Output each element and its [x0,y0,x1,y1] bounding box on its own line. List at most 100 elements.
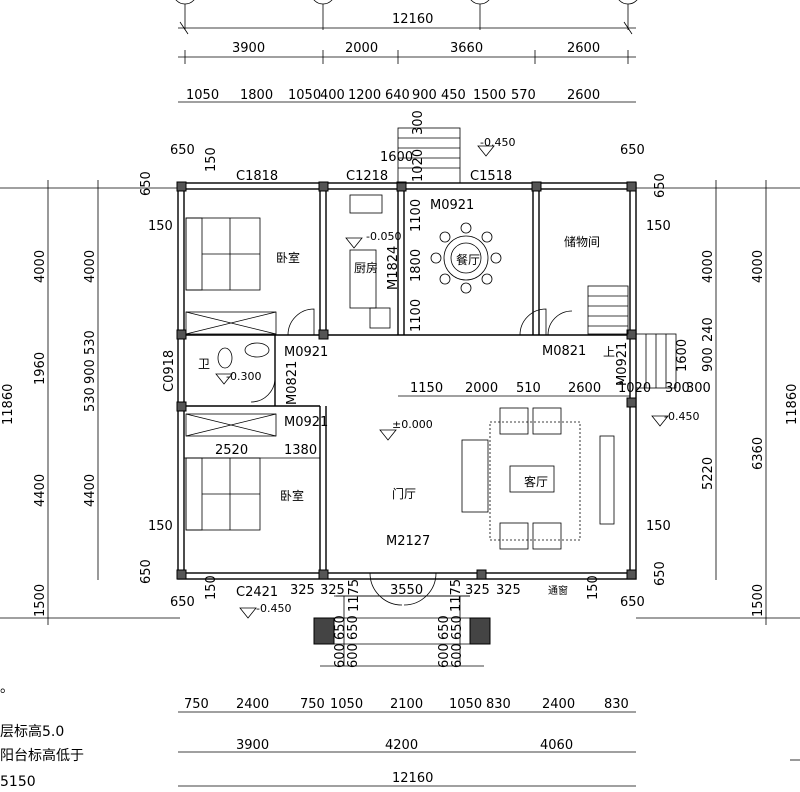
dim-1100-b: 1100 [409,299,424,332]
level-6: -0.450 [256,602,291,615]
dim-left-outer-1: 1960 [33,352,48,385]
dim-right-outer-2: 1500 [751,584,766,617]
dim-bot-r2-2: 4060 [540,738,573,753]
level-markers [215,145,669,619]
room-dining: 餐厅 [456,252,480,267]
dim-top-r3-1: 1800 [240,88,273,103]
dim-150-r2: 150 [646,519,671,534]
window-labels: C1818 C1218 C1518 C0918 C2421 通窗 [162,169,568,600]
note-2: 阳台标高低于 [0,747,84,764]
door-m0921-b: M0921 [284,345,328,360]
level-labels: -0.450 -0.050 -0.300 ±0.000 -0.450 -0.45… [226,136,699,615]
kitchen-counter [349,194,391,329]
dim-650-tr: 650 [620,143,645,158]
dim-step-7: 600 [450,643,465,668]
dim-650-bl: 650 [139,559,154,584]
bed-top [185,217,277,335]
dim-bot-r2-1: 4200 [385,738,418,753]
dim-stair-r-3: 1020 [618,381,651,396]
level-3: -0.300 [226,370,261,383]
dim-front-5: 325 [465,583,490,598]
bed-bottom [185,413,277,531]
dim-top-r3-2: 1050 [288,88,321,103]
dim-bot-r1-4: 2100 [390,697,423,712]
dim-150-l2: 150 [148,519,173,534]
dim-left-outer-3: 1500 [33,584,48,617]
door-m0921-d: M0921 [615,342,630,386]
door-m0921-a: M0921 [430,198,474,213]
dim-right-outer-0: 4000 [751,250,766,283]
dim-step-5: 650 [450,615,465,640]
window-c1218: C1218 [346,169,388,184]
door-m1824: M1824 [386,246,401,290]
room-kitchen: 厨房 [354,260,378,275]
dim-left-outer-0: 4000 [33,250,48,283]
room-storage: 储物间 [564,234,600,249]
dim-left-inner-1: 530 [83,330,98,355]
dim-bot-r1-0: 750 [184,697,209,712]
dim-top-r3-10: 2600 [567,88,600,103]
dim-step-2: 600 [333,643,348,668]
dim-150-bl: 150 [204,575,219,600]
dim-top-r3-0: 1050 [186,88,219,103]
door-labels: M0921 M0921 M0921 M0921 M0821 M0821 M182… [284,198,630,549]
dim-top-r2-0: 3900 [232,41,265,56]
dim-right-outer-1: 6360 [751,437,766,470]
bottom-dimensions: 750 2400 750 1050 2100 1050 830 2400 830… [178,697,636,787]
room-bath: 卫 [198,357,210,371]
right-dimensions: 4000 6360 1500 11860 4000 5220 [636,180,800,625]
dim-stair-r-5: 300 [686,381,711,396]
stairs-right [587,285,677,389]
columns [176,181,637,645]
dim-stair-r-1: 1600 [675,339,690,372]
top-dimensions: 12160 3900 2000 3660 2600 1050 1800 1050… [178,12,636,103]
dim-step-0: 650 [333,615,348,640]
dim-top-r3-9: 570 [511,88,536,103]
small-dimensions: 650 150 650 650 650 150 150 150 150 650 … [139,110,716,668]
level-5: -0.450 [664,410,699,423]
dim-step-3: 600 [346,643,361,668]
dim-650-tl: 650 [170,143,195,158]
dim-left-inner-0: 4000 [83,250,98,283]
axis-markers-top [175,0,638,30]
dim-right-total: 11860 [785,384,800,425]
dim-right-inner-0: 4000 [701,250,716,283]
dim-150-br: 150 [586,575,601,600]
dim-stair-r-4: 300 [665,381,690,396]
dim-stair-r-2: 900 [701,347,716,372]
dim-150-tl: 150 [204,147,219,172]
dim-front-1: 325 [320,583,345,598]
dim-mid-0: 1150 [410,381,443,396]
dim-front-6: 325 [496,583,521,598]
dim-top-r2-1: 2000 [345,41,378,56]
dim-top-r3-6: 900 [412,88,437,103]
dim-step-4: 650 [437,615,452,640]
dim-top-r3-7: 450 [441,88,466,103]
dim-bot-r1-6: 830 [486,697,511,712]
dim-1380: 1380 [284,443,317,458]
left-dimensions: 4000 1960 4400 1500 11860 4000 530 900 5… [0,180,180,625]
front-pillar-left [313,617,335,645]
dim-bot-r1-3: 1050 [330,697,363,712]
dim-front-4: 1175 [449,579,464,612]
room-hall: 门厅 [392,486,416,501]
door-m0821-a: M0821 [285,361,300,405]
window-c0918: C0918 [162,350,177,392]
dim-top-r3-5: 640 [385,88,410,103]
dim-bot-r1-8: 830 [604,697,629,712]
level-4: ±0.000 [392,418,433,431]
notes: 。 层标高5.0 阳台标高低于 5150 [0,680,84,790]
note-3: 5150 [0,774,36,790]
dim-top-r3-4: 1200 [348,88,381,103]
dim-650-br2: 650 [620,595,645,610]
window-tongchuang: 通窗 [548,584,568,597]
dim-top-r2-3: 2600 [567,41,600,56]
dim-mid-2: 510 [516,381,541,396]
dim-mid-3: 2600 [568,381,601,396]
level-1: -0.450 [480,136,515,149]
dim-bot-r1-1: 2400 [236,697,269,712]
room-bedroom-1: 卧室 [276,250,300,265]
door-m2127: M2127 [386,534,430,549]
dim-1600-top: 1600 [380,150,413,165]
